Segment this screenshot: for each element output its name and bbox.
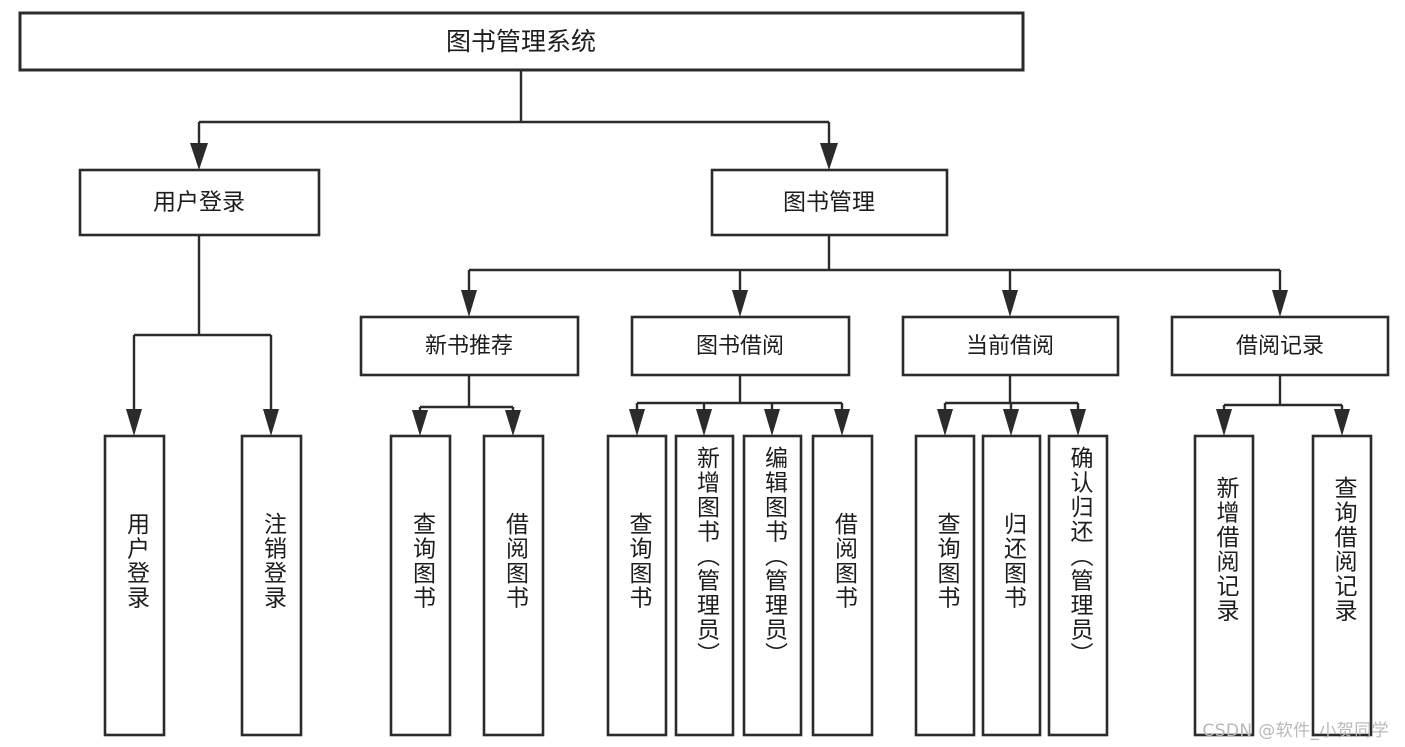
node-new-book-box[interactable] (359, 315, 580, 377)
connector-group-book-manage (461, 235, 1288, 317)
connector-group-borrow-record (1216, 375, 1350, 436)
arrowhead-borrowrecord-1 (1334, 409, 1350, 436)
node-borrow-record-box[interactable] (1170, 315, 1390, 377)
leaf-box-new-book-0[interactable] (389, 434, 452, 737)
node-user-login-box[interactable] (78, 168, 321, 237)
leaf-box-user-login-0[interactable] (103, 434, 166, 737)
arrowhead-newbook-0 (412, 410, 428, 436)
arrowhead-l1-0 (190, 143, 208, 170)
leaf-box-current-borrow-1[interactable] (981, 434, 1042, 737)
node-current-borrow-label: 当前借阅 (966, 334, 1054, 359)
node-book-borrow-box[interactable] (630, 315, 851, 377)
connector-group-user-login (126, 235, 279, 436)
arrowhead-bookborrow-1 (696, 409, 712, 436)
arrowhead-bookborrow-0 (629, 409, 645, 436)
leaf-box-user-login-1[interactable] (240, 434, 303, 737)
leaf-box-book-borrow-2[interactable] (742, 434, 803, 737)
arrowhead-userlogin-0 (126, 409, 142, 436)
node-root-box[interactable] (18, 11, 1025, 72)
arrowhead-l1-1 (820, 143, 838, 170)
leaf-box-book-borrow-0[interactable] (606, 434, 668, 737)
node-book-manage-box[interactable] (710, 168, 949, 237)
node-current-borrow-box[interactable] (901, 315, 1120, 377)
arrowhead-l2-0 (461, 290, 477, 317)
arrowhead-borrowrecord-0 (1216, 409, 1232, 436)
connector-group-root (190, 70, 838, 170)
arrowhead-bookborrow-2 (764, 409, 780, 436)
node-book-manage-label: 图书管理 (783, 190, 875, 216)
arrowhead-currentborrow-0 (937, 409, 953, 436)
node-user-login-label: 用户登录 (153, 190, 245, 216)
leaf-box-new-book-1[interactable] (482, 434, 545, 737)
node-new-book-label: 新书推荐 (425, 334, 513, 359)
leaf-box-book-borrow-1[interactable] (674, 434, 735, 737)
csdn-watermark: CSDN @软件_小贺同学 (1202, 721, 1389, 741)
node-root-label: 图书管理系统 (446, 27, 596, 56)
arrowhead-newbook-1 (505, 410, 521, 436)
leaf-box-borrow-record-1[interactable] (1311, 434, 1373, 737)
connector-group-current-borrow (937, 375, 1086, 436)
arrowhead-currentborrow-2 (1070, 409, 1086, 436)
leaf-box-current-borrow-2[interactable] (1047, 434, 1109, 737)
arrowhead-l2-3 (1272, 290, 1288, 317)
connector-group-new-book (412, 375, 521, 436)
leaf-box-book-borrow-3[interactable] (811, 434, 874, 737)
arrowhead-userlogin-1 (263, 409, 279, 436)
leaf-box-borrow-record-0[interactable] (1193, 434, 1255, 737)
node-book-borrow-label: 图书借阅 (696, 334, 784, 359)
arrowhead-currentborrow-1 (1003, 409, 1019, 436)
node-borrow-record-label: 借阅记录 (1236, 334, 1324, 359)
leaf-box-current-borrow-0[interactable] (914, 434, 976, 737)
arrowhead-bookborrow-3 (834, 409, 850, 436)
arrowhead-l2-2 (1002, 290, 1018, 317)
arrowhead-l2-1 (732, 290, 748, 317)
connector-group-book-borrow (629, 375, 850, 436)
